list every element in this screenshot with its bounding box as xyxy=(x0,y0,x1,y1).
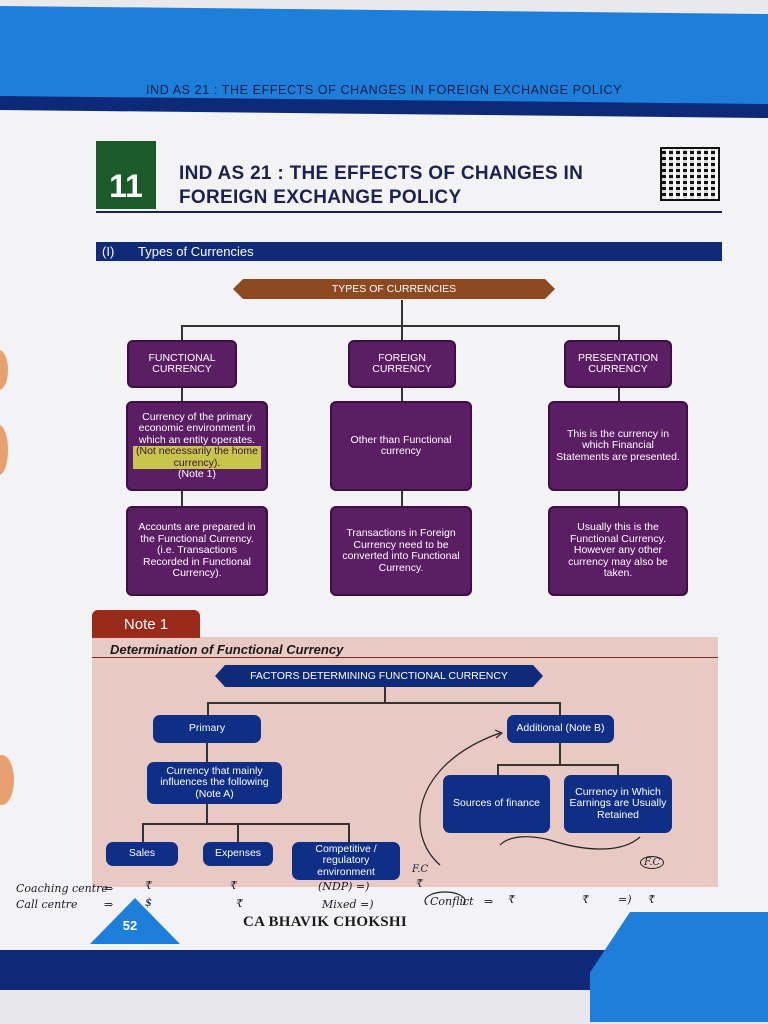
connector xyxy=(618,325,620,341)
handwritten-ndp: (NDP) =) xyxy=(318,880,370,893)
connector xyxy=(401,491,403,507)
connector xyxy=(181,491,183,507)
handwritten-arrows xyxy=(419,729,641,905)
connector xyxy=(181,388,183,402)
handwritten-mixed: Mixed =) xyxy=(322,898,374,911)
connector xyxy=(142,823,144,843)
primary-factor: Primary xyxy=(153,715,261,743)
connector xyxy=(617,764,619,776)
foreign-definition-box: Other than Functional currency xyxy=(330,401,472,491)
sources-of-finance-box: Sources of finance xyxy=(443,775,550,833)
connector xyxy=(559,743,561,765)
connector xyxy=(401,300,403,326)
handwritten-fc: F.C xyxy=(640,856,665,869)
author-name: CA BHAVIK CHOKSHI xyxy=(243,914,408,930)
presentation-currency-heading: PRESENTATION CURRENCY xyxy=(564,340,672,388)
foreign-currency-heading: FOREIGN CURRENCY xyxy=(348,340,456,388)
qr-code-icon[interactable] xyxy=(660,147,720,201)
handwritten-rupee: ₹ xyxy=(145,879,152,892)
chapter-title-line1: IND AS 21 : THE EFFECTS OF CHANGES IN xyxy=(179,163,584,184)
connector xyxy=(181,325,620,327)
connector xyxy=(206,804,208,824)
handwritten-coaching: Coaching centre xyxy=(16,882,108,895)
chapter-title-line2: FOREIGN EXCHANGE POLICY xyxy=(179,187,462,208)
connector xyxy=(497,764,499,776)
foreign-detail-box: Transactions in Foreign Currency need to… xyxy=(330,506,472,596)
competitive-factor: Competitive / regulatory environment xyxy=(292,842,400,880)
handwritten-rupee: ₹ xyxy=(582,893,589,906)
title-rule xyxy=(96,211,722,213)
section-header: (I) Types of Currencies xyxy=(96,242,722,261)
sales-factor: Sales xyxy=(106,842,178,866)
additional-factor: Additional (Note B) xyxy=(507,715,614,743)
connector xyxy=(348,823,350,843)
handwritten-fc: F.C xyxy=(412,864,429,875)
handwritten-arrow: ⇒ xyxy=(104,882,114,895)
types-root-label: TYPES OF CURRENCIES xyxy=(233,279,555,299)
handwritten-rupee: ₹ xyxy=(236,897,243,910)
handwritten-arrow: ⇒ xyxy=(484,895,494,908)
connector xyxy=(401,325,403,341)
primary-influence-box: Currency that mainly influences the foll… xyxy=(147,762,282,804)
functional-note-ref: (Note 1) xyxy=(178,468,216,480)
connector xyxy=(618,491,620,507)
expenses-factor: Expenses xyxy=(203,842,273,866)
connector xyxy=(618,388,620,402)
handwritten-rupee: ₹ xyxy=(648,893,655,906)
finger-shadow xyxy=(0,755,14,805)
connector xyxy=(237,823,239,843)
connector xyxy=(384,687,386,703)
note-tab: Note 1 xyxy=(92,610,200,638)
chapter-title: IND AS 21 : THE EFFECTS OF CHANGES IN FO… xyxy=(179,162,583,210)
functional-definition: Currency of the primary economic environ… xyxy=(138,410,256,446)
running-head: IND AS 21 : THE EFFECTS OF CHANGES IN FO… xyxy=(146,83,623,97)
handwritten-callcentre: Call centre xyxy=(16,898,78,911)
note-heading-rule xyxy=(92,657,718,658)
handwritten-arrow: =) xyxy=(618,893,632,906)
presentation-detail-box: Usually this is the Functional Currency.… xyxy=(548,506,688,596)
connector xyxy=(206,743,208,763)
chapter-number: 11 xyxy=(96,141,156,209)
section-title: Types of Currencies xyxy=(138,244,254,259)
connector xyxy=(559,702,561,716)
section-number: (I) xyxy=(102,244,115,259)
connector xyxy=(497,764,619,766)
handwritten-rupee: ₹ xyxy=(416,877,423,890)
connector xyxy=(401,388,403,402)
connector xyxy=(181,325,183,341)
page-number-badge xyxy=(90,898,180,944)
finger-shadow xyxy=(0,425,8,475)
handwritten-rupee: ₹ xyxy=(230,879,237,892)
presentation-definition-box: This is the currency in which Financial … xyxy=(548,401,688,491)
functional-currency-heading: FUNCTIONAL CURRENCY xyxy=(127,340,237,388)
factors-root-label: FACTORS DETERMINING FUNCTIONAL CURRENCY xyxy=(215,665,543,687)
footer-corner xyxy=(590,912,768,1022)
connector xyxy=(207,702,209,716)
finger-shadow xyxy=(0,350,8,390)
note-heading: Determination of Functional Currency xyxy=(110,642,344,657)
connector xyxy=(207,702,561,704)
handwritten-conflict: Conflict xyxy=(430,895,474,908)
page-number: 52 xyxy=(122,918,138,933)
handwritten-rupee: ₹ xyxy=(508,893,515,906)
functional-highlight: (Not necessarily the home currency). xyxy=(133,445,261,469)
functional-definition-box: Currency of the primary economic environ… xyxy=(126,401,268,491)
earnings-retained-box: Currency in Which Earnings are Usually R… xyxy=(564,775,672,833)
functional-detail-box: Accounts are prepared in the Functional … xyxy=(126,506,268,596)
connector xyxy=(142,823,350,825)
